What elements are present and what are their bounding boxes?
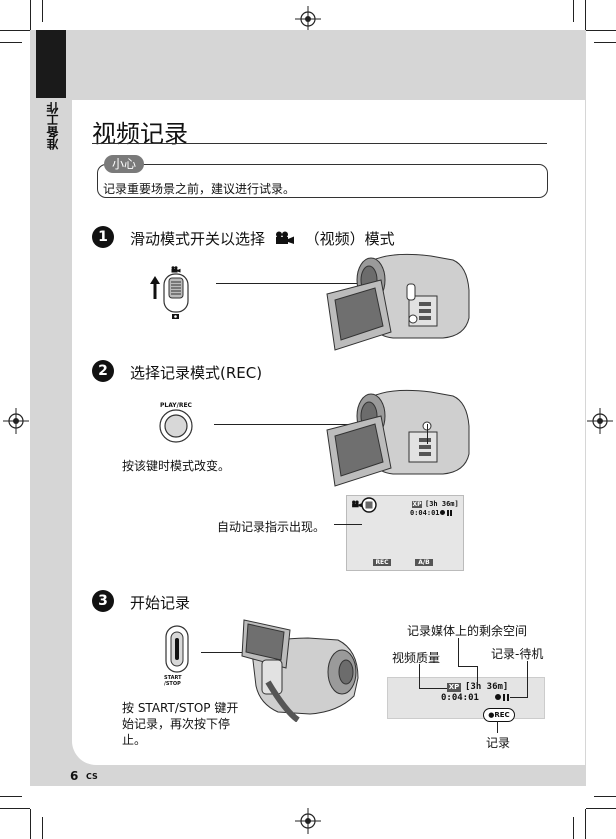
- auto-indicator-icon: [361, 497, 377, 513]
- callout-line: [216, 283, 409, 284]
- play-rec-button[interactable]: [158, 408, 194, 444]
- callout-line: [427, 424, 428, 444]
- auto-indicator-note: 自动记录指示出现。: [217, 520, 326, 534]
- quality-chip: XP: [447, 683, 461, 692]
- step-3-label: 开始记录: [130, 594, 191, 612]
- pause-icon: [503, 694, 505, 701]
- callout-line: [510, 697, 528, 698]
- camcorder-illustration: [326, 253, 470, 351]
- crop-mark: [30, 809, 31, 839]
- pause-icon: [447, 510, 449, 516]
- lcd-timecode: 0:04:01: [441, 693, 479, 703]
- callout-line: [458, 638, 459, 666]
- lcd-remaining: [3h 36m]: [465, 682, 509, 692]
- crop-mark: [42, 817, 43, 839]
- caution-tag: 小心: [104, 155, 144, 173]
- crop-mark: [585, 0, 586, 30]
- step-1-label-after: （视频）模式: [304, 230, 395, 248]
- step-3-number: 3: [92, 590, 114, 612]
- step-3-note: 按 START/STOP 键开 始记录，再次按下停 止。: [122, 700, 238, 748]
- callout-quality: 视频质量: [392, 651, 441, 665]
- caution-box: [97, 164, 548, 198]
- video-mode-icon: [275, 231, 294, 244]
- callout-rec-standby: 记录-待机: [491, 647, 544, 661]
- title-rule: [92, 143, 547, 144]
- step-1-label-before: 滑动模式开关以选择: [130, 230, 266, 248]
- lcd-remaining: [3h 36m]: [425, 500, 459, 508]
- camcorder-illustration: [241, 619, 359, 722]
- callout-rec: 记录: [486, 736, 511, 750]
- lcd-timecode: 0:04:01: [410, 509, 440, 517]
- callout-line: [201, 652, 271, 653]
- rec-dot-icon: [495, 694, 501, 700]
- mode-switch[interactable]: [145, 266, 193, 320]
- callout-line: [214, 424, 427, 425]
- start-stop-label: START /STOP: [164, 675, 182, 687]
- start-stop-label-line1: START: [164, 675, 182, 681]
- crop-mark: [0, 42, 22, 43]
- step-2-label: 选择记录模式(REC): [130, 364, 263, 382]
- language-code: CS: [86, 772, 98, 781]
- crop-mark: [594, 796, 616, 797]
- crop-mark: [586, 30, 616, 31]
- side-tab: [36, 30, 66, 98]
- callout-line: [527, 661, 528, 697]
- ab-chip: A/B: [415, 559, 433, 566]
- camcorder-illustration: [326, 389, 470, 487]
- crop-mark: [573, 0, 574, 22]
- step-2-number: 2: [92, 360, 114, 382]
- start-stop-button[interactable]: [159, 624, 193, 676]
- pause-icon: [450, 510, 452, 516]
- crop-mark: [30, 0, 31, 30]
- pause-icon: [507, 694, 509, 701]
- crop-mark: [0, 796, 22, 797]
- crop-mark: [0, 30, 30, 31]
- lcd-screen: [387, 677, 545, 719]
- crop-mark: [594, 42, 616, 43]
- caution-text: 记录重要场景之前，建议进行试录。: [103, 182, 296, 196]
- crop-mark: [0, 808, 30, 809]
- crop-mark: [42, 0, 43, 22]
- registration-mark-icon: [3, 408, 29, 434]
- quality-chip: XP: [412, 501, 422, 508]
- registration-mark-icon: [587, 408, 613, 434]
- rec-chip: REC: [373, 559, 391, 566]
- step-2-note: 按该键时模式改变。: [122, 459, 231, 473]
- step-3-note-line: 始记录，再次按下停: [122, 717, 231, 731]
- callout-line: [419, 688, 447, 689]
- callout-line: [334, 524, 362, 525]
- callout-line: [458, 666, 478, 667]
- step-1-label: 滑动模式开关以选择 （视频）模式: [130, 228, 395, 249]
- callout-line: [419, 664, 420, 688]
- side-label: 准备工作: [46, 102, 60, 150]
- rec-badge: ●REC: [483, 708, 515, 722]
- crop-mark: [586, 808, 616, 809]
- start-stop-label-line2: /STOP: [164, 681, 181, 687]
- step-3-note-line: 按 START/STOP 键开: [122, 701, 239, 715]
- callout-line: [497, 721, 498, 733]
- crop-mark: [573, 817, 574, 839]
- step-3-note-line: 止。: [122, 733, 147, 747]
- step-1-number: 1: [92, 226, 114, 248]
- rec-dot-icon: [440, 510, 445, 515]
- registration-mark-icon: [295, 808, 321, 834]
- crop-mark: [585, 809, 586, 839]
- registration-mark-icon: [295, 6, 321, 32]
- page-number: 6: [70, 769, 79, 783]
- play-rec-label: PLAY/REC: [160, 402, 192, 409]
- video-mode-icon: [352, 500, 362, 508]
- callout-line: [477, 666, 478, 683]
- callout-media-remaining: 记录媒体上的剩余空间: [407, 624, 528, 638]
